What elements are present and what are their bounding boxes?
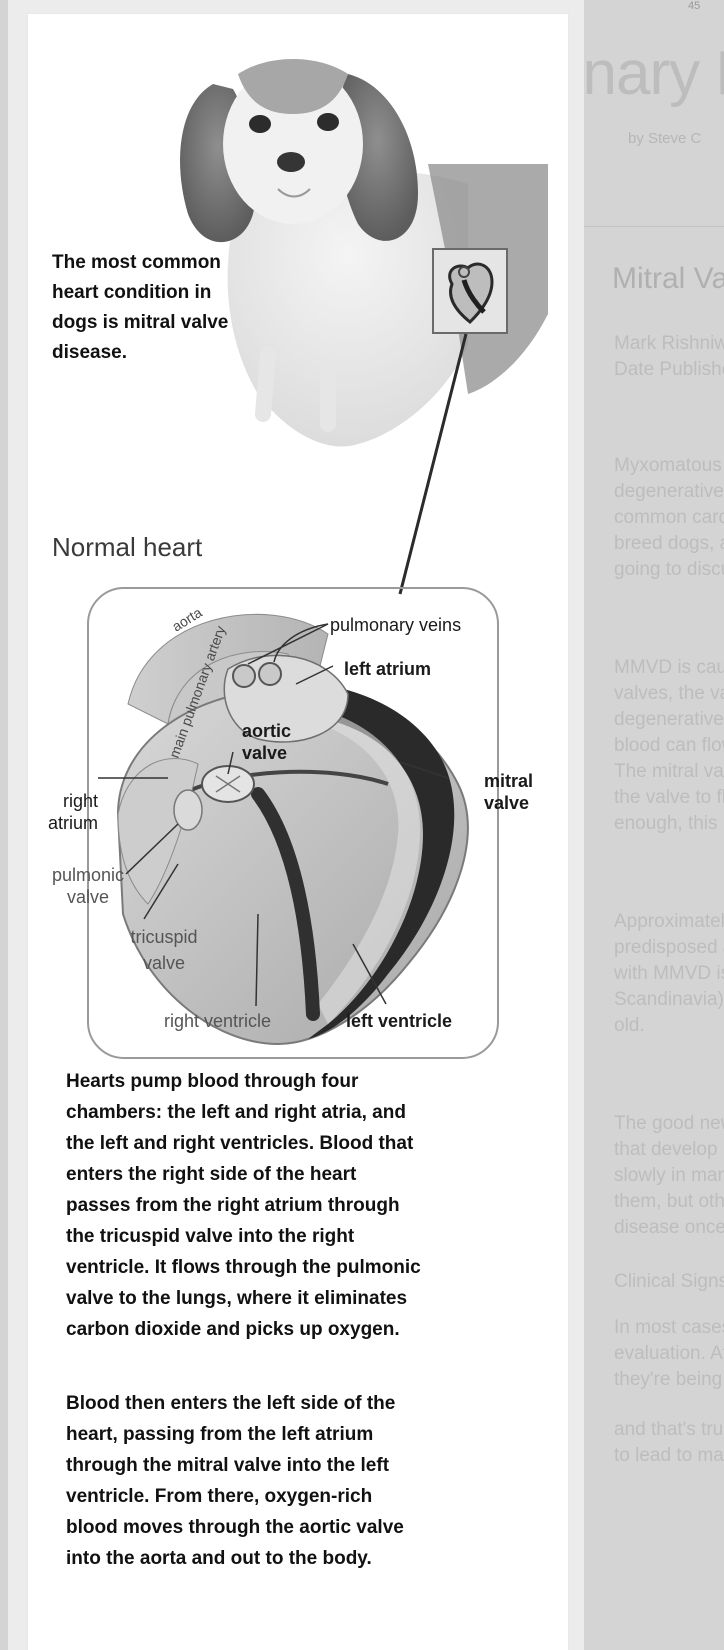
pointer-line [388, 332, 478, 602]
article-line: the valve to flow back. If this leak is … [614, 784, 724, 812]
label-aortic-valve: aortic valve [242, 720, 291, 764]
heart-thumbnail-icon [432, 248, 508, 334]
article-line: Mark Rishniw, BVSc, PhD, DACVIM (SAIM) D… [614, 330, 724, 358]
article-line: Clinical Signs of MMVD [614, 1268, 724, 1296]
label-tricuspid-valve: tricuspid valve [114, 924, 214, 976]
article-line: The mitral valve is on the left side of … [614, 758, 724, 786]
paragraph-line: the left and right ventricles. Blood tha… [66, 1128, 546, 1159]
diagram-title: Normal heart [52, 532, 202, 563]
article-line: with MMVD is not the case for Cavalier K… [614, 960, 724, 988]
article-line: degenerative mitral valve disease, mitra… [614, 478, 724, 506]
paragraph-line: Blood then enters the left side of the [66, 1388, 546, 1419]
paragraph-line: chambers: the left and right atria, and [66, 1097, 546, 1128]
paragraph-circulation-left: Blood then enters the left side of the h… [66, 1388, 546, 1574]
label-line: valve [46, 886, 130, 908]
paragraph-line: through the mitral valve into the left [66, 1450, 546, 1481]
label-pulmonic-valve: pulmonic valve [46, 864, 130, 908]
article-line: they're being told of their problem. [614, 1366, 724, 1394]
paragraph-line: the tricuspid valve into the right [66, 1221, 546, 1252]
label-line: mitral [484, 770, 533, 792]
label-line: atrium [38, 812, 98, 834]
caption-line: dogs is mitral valve [52, 308, 282, 338]
sidebar-insert: The most common heart condition in dogs … [28, 14, 568, 1650]
label-line: right [38, 790, 98, 812]
paragraph-circulation-right: Hearts pump blood through four chambers:… [66, 1066, 546, 1345]
caption-line: heart condition in [52, 278, 282, 308]
paragraph-line: heart, passing from the left atrium [66, 1419, 546, 1450]
top-caption: The most common heart condition in dogs … [52, 248, 282, 368]
article-line: MMVD is caused by a gradual structural p… [614, 654, 724, 682]
article-line: disease once diagnosed. [614, 1214, 724, 1242]
article-line: slowly in many dogs. In others, the dise… [614, 1162, 724, 1190]
label-left-atrium: left atrium [344, 658, 431, 680]
article-line: Approximately 10 percent of older small … [614, 908, 724, 936]
label-right-atrium: right atrium [38, 790, 98, 834]
label-right-ventricle: right ventricle [164, 1010, 271, 1032]
article-byline: by Steve C [628, 130, 701, 147]
heart-diagram: aorta main pulmonary artery [28, 574, 568, 1104]
article-line: Myxomatous mitral valve disease (MMVD, a… [614, 452, 724, 480]
article-line: predisposed and generally progresses mor… [614, 934, 724, 962]
article-line: Date Published: 07/25/2008 [614, 356, 724, 384]
article-line: degenerative process causes the valves t… [614, 706, 724, 734]
article-line: The good news is that many dogs with the… [614, 1110, 724, 1138]
label-pulmonary-veins: pulmonary veins [330, 614, 461, 636]
label-line: valve [114, 950, 214, 976]
label-line: tricuspid [114, 924, 214, 950]
paragraph-line: ventricle. From there, oxygen-rich [66, 1481, 546, 1512]
paragraph-line: carbon dioxide and picks up oxygen. [66, 1314, 546, 1345]
article-heading: Mitral Valve Disease in Dogs and [612, 262, 724, 296]
label-left-ventricle: left ventricle [346, 1010, 452, 1032]
paragraph-line: Hearts pump blood through four [66, 1066, 546, 1097]
page-number: 45 [688, 0, 700, 12]
article-line: that develop MMVD will never show signs … [614, 1136, 724, 1164]
paragraph-line: passes from the right atrium through [66, 1190, 546, 1221]
paragraph-line: blood moves through the aortic valve [66, 1512, 546, 1543]
paragraph-line: enters the right side of the heart [66, 1159, 546, 1190]
article-line: and that's true, most dogs with MMVD hav… [614, 1416, 724, 1444]
article-line: them, but others will go on to develop h… [614, 1188, 724, 1216]
paragraph-line: into the aorta and out to the body. [66, 1543, 546, 1574]
caption-line: The most common [52, 248, 282, 278]
label-mitral-valve: mitral valve [484, 770, 533, 814]
label-line: valve [242, 742, 291, 764]
article-line: common cardiac condition seen in dogs. I… [614, 504, 724, 532]
article-line: to lead to many when the disease progres… [614, 1442, 724, 1470]
paragraph-line: ventricle. It flows through the pulmonic [66, 1252, 546, 1283]
article-line: enough, this leak becomes audible as a m… [614, 810, 724, 838]
caption-line: disease. [52, 338, 282, 368]
label-line: aortic [242, 720, 291, 742]
article-line: evaluation. At this point, most dogs wil… [614, 1340, 724, 1368]
article-line: breed dogs, and is more frequently in ge… [614, 530, 724, 558]
label-line: valve [484, 792, 533, 814]
article-line: old. [614, 1012, 724, 1040]
label-line: pulmonic [46, 864, 130, 886]
article-line: In most cases, MMVD is first detected du… [614, 1314, 724, 1342]
article-line: valves, the valves become defective. In … [614, 680, 724, 708]
article-line: going to discuss below in this article). [614, 556, 724, 584]
article-line: blood can flow back into the left ventri… [614, 732, 724, 760]
paragraph-line: valve to the lungs, where it eliminates [66, 1283, 546, 1314]
